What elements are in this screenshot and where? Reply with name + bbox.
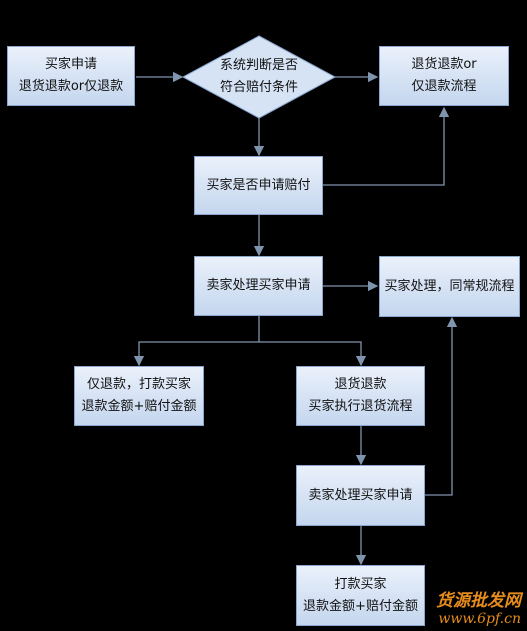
- node-text: 退货退款or: [411, 57, 477, 72]
- node-text: 买家执行退货流程: [308, 399, 413, 414]
- node-text: 退款金额+赔付金额: [303, 598, 418, 614]
- node-buyer-claim: 买家是否申请赔付: [194, 156, 323, 215]
- node-return-refund: 退货退款 买家执行退货流程: [296, 366, 425, 426]
- watermark-title: 货源批发网: [436, 591, 521, 611]
- edge-split-to-refund-only: [133, 341, 259, 367]
- node-text: 打款买家: [334, 576, 387, 592]
- node-buyer-apply: 买家申请 退货退款or仅退款: [7, 46, 135, 106]
- node-text: 买家处理，同常规流程: [384, 278, 515, 294]
- edge-claim-to-flow: [323, 106, 450, 186]
- edge-split-to-return-refund: [259, 341, 367, 367]
- node-text: 买家是否申请赔付: [206, 177, 311, 193]
- node-text: 退货退款: [334, 377, 387, 392]
- node-text: 仅退款，打款买家: [86, 377, 191, 392]
- node-text: 退款金额+赔付金额: [81, 399, 197, 414]
- node-seller-handle-1: 卖家处理买家申请: [194, 256, 323, 316]
- node-text: 退货退款or仅退款: [18, 79, 124, 94]
- watermark-url: www.6pf.cn: [438, 611, 521, 627]
- node-text: 仅退款流程: [411, 79, 477, 94]
- node-text: 买家申请: [44, 57, 97, 72]
- node-buyer-handle: 买家处理，同常规流程: [379, 256, 520, 317]
- node-text: 卖家处理买家申请: [206, 278, 311, 293]
- node-refund-only: 仅退款，打款买家 退款金额+赔付金额: [74, 366, 204, 426]
- decision-diamond: [181, 35, 337, 119]
- edge-seller2-to-buyer-handle: [425, 316, 458, 496]
- watermark: 货源批发网 www.6pf.cn: [436, 586, 521, 627]
- node-pay-buyer: 打款买家 退款金额+赔付金额: [296, 565, 425, 626]
- node-return-refund-flow: 退货退款or 仅退款流程: [379, 46, 509, 106]
- node-text: 系统判断是否: [219, 58, 298, 73]
- node-text: 卖家处理买家申请: [308, 487, 413, 503]
- node-system-judge: 系统判断是否 符合赔付条件: [195, 50, 323, 104]
- node-seller-handle-2: 卖家处理买家申请: [296, 465, 425, 526]
- node-text: 符合赔付条件: [219, 80, 298, 95]
